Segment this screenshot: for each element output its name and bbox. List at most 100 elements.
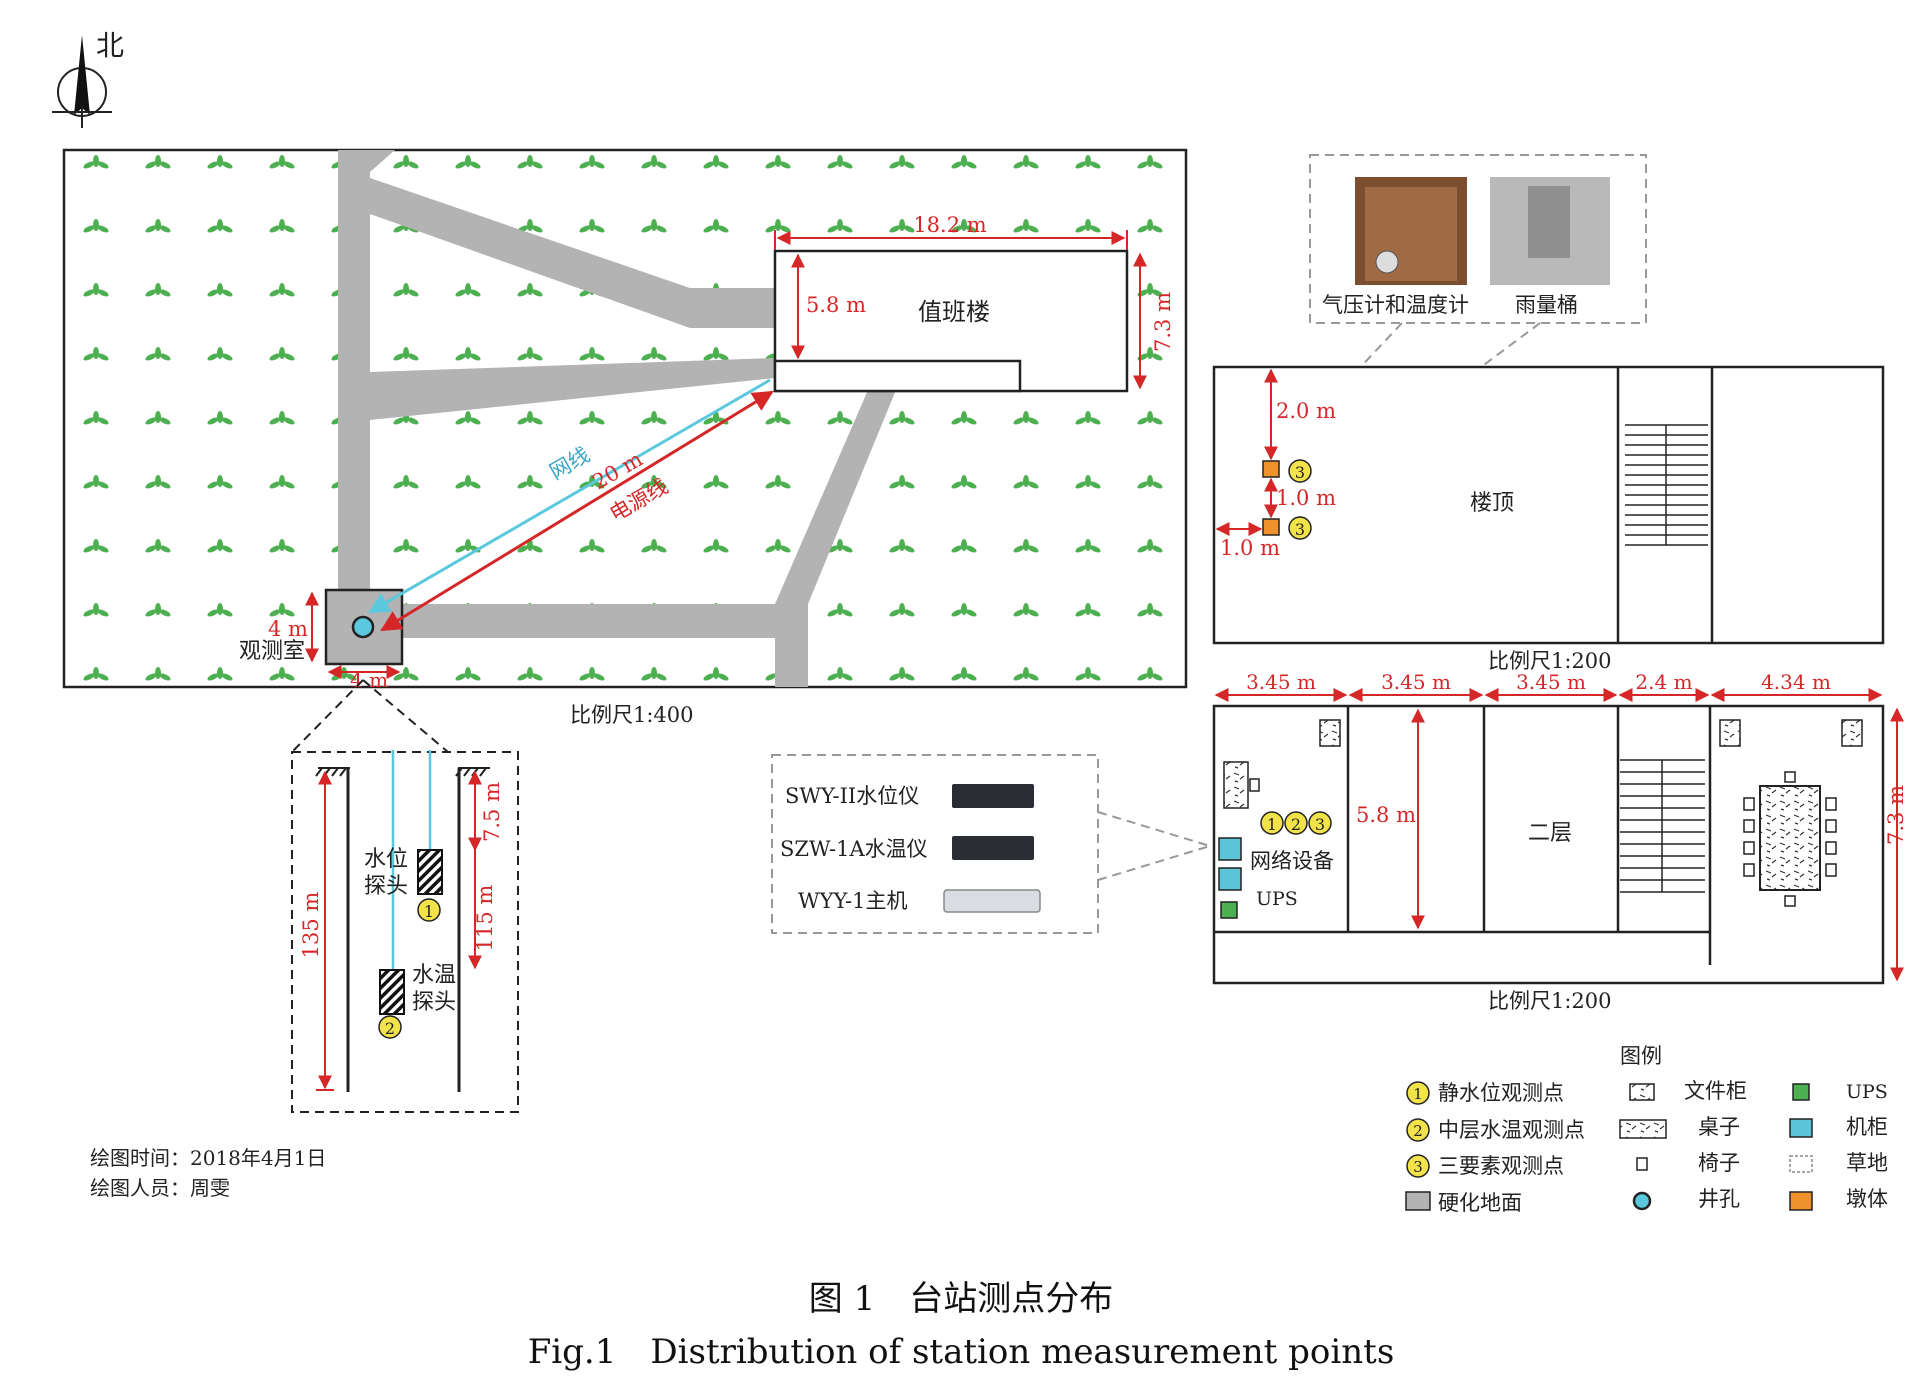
caption-cn: 图 1 台站测点分布 [809, 1279, 1113, 1319]
building-depth-dim: 5.8 m [806, 293, 866, 317]
floor2-width-3: 2.4 m [1635, 670, 1692, 694]
floor2-mark-2: 2 [1291, 815, 1301, 834]
photos-box: 气压计和温度计 雨量桶 [1267, 154, 1647, 526]
drawing-time: 绘图时间：2018年4月1日 [90, 1146, 326, 1170]
floor2-height-1: 5.8 m [1356, 803, 1416, 827]
legend-mark-3-num: 3 [1413, 1158, 1423, 1176]
legend-label-1: 中层水温观测点 [1438, 1118, 1585, 1142]
well-icon [351, 615, 375, 639]
host-unit-icon [943, 889, 1041, 913]
room-depth-dim: 4 m [268, 617, 308, 641]
temp-probe-label-1: 水温 [412, 963, 456, 988]
building-width-dim: 18.2 m [913, 213, 986, 237]
ups-icon [1220, 901, 1238, 919]
roof-label: 楼顶 [1470, 491, 1514, 516]
well-depth-dim: 135 m [299, 892, 323, 959]
instruments-box: SWY-II水位仪 SZW-1A水温仪 WYY-1主机 [771, 754, 1211, 934]
legend-mark-1-icon [1406, 1081, 1430, 1105]
legend-cabinet-icon [1789, 1118, 1813, 1138]
legend-ups-icon [1792, 1083, 1810, 1101]
level-probe [417, 849, 443, 895]
floor2-width-0: 3.45 m [1246, 670, 1316, 694]
floor2-plan: 二层 3.45 m 3.45 m 3.45 m 2.4 m 4.34 m 5.8… [1212, 670, 1908, 1013]
water-level-meter-icon [952, 784, 1034, 808]
site-plan: 值班楼 观测室 18.2 m 5.8 m 7.3 m 4 m 4 m 网线 20… [62, 148, 1188, 727]
roof-dim-c: 1.0 m [1220, 536, 1280, 560]
floor2-label: 二层 [1528, 821, 1572, 846]
legend-chair-icon [1636, 1157, 1648, 1171]
instrument-label-0: SWY-II水位仪 [785, 784, 919, 808]
mark-1: 1 [424, 902, 434, 921]
legend-grass-icon [1789, 1155, 1813, 1173]
roof-dim-b: 1.0 m [1276, 486, 1336, 510]
well-top-dim: 7.5 m [480, 782, 504, 842]
cabinet-icon [1218, 867, 1242, 891]
legend-mark-2-num: 2 [1413, 1122, 1423, 1140]
caption-en: Fig.1 Distribution of station measuremen… [528, 1332, 1395, 1372]
ups-label: UPS [1256, 888, 1298, 910]
legend-road-icon [1405, 1191, 1431, 1211]
level-probe-label-2: 探头 [364, 874, 408, 899]
legend-label-10: 草地 [1846, 1151, 1888, 1175]
roof-dim-a: 2.0 m [1276, 399, 1336, 423]
floor2-width-1: 3.45 m [1381, 670, 1451, 694]
floor2-height-2: 7.3 m [1884, 785, 1908, 845]
file-cabinet-icon [1841, 719, 1863, 747]
legend-mark-1-num: 1 [1413, 1085, 1423, 1103]
roof-plan: 楼顶 3 3 2.0 m 1.0 m 1.0 m 比例尺1:200 [1212, 365, 1885, 673]
power-cable [380, 390, 774, 632]
legend-mark-3-icon [1406, 1154, 1430, 1178]
pier-icon [1262, 460, 1280, 478]
chair-icons [1743, 771, 1837, 907]
legend-label-8: UPS [1846, 1081, 1888, 1103]
north-label: 北 [96, 29, 124, 62]
floor2-mark-3: 3 [1315, 815, 1325, 834]
temp-probe [379, 969, 405, 1015]
legend-title: 图例 [1620, 1044, 1662, 1068]
instrument-label-2: WYY-1主机 [798, 889, 907, 913]
roof-scale: 比例尺1:200 [1488, 649, 1612, 673]
legend-label-2: 三要素观测点 [1438, 1154, 1564, 1178]
file-cabinet-icon [1719, 719, 1741, 747]
roof-mark-2: 3 [1295, 520, 1305, 539]
duty-building-label: 值班楼 [918, 298, 990, 326]
well-profile: 1 2 水位 探头 水温 探头 135 m 7.5 m 115 m [291, 679, 519, 1113]
legend-pier-icon [1789, 1191, 1813, 1211]
legend-mark-2-icon [1406, 1118, 1430, 1142]
drawing-person: 绘图人员：周雯 [90, 1176, 230, 1200]
legend-well-icon [1632, 1191, 1652, 1211]
mark-2: 2 [385, 1019, 395, 1038]
water-temp-meter-icon [952, 836, 1034, 860]
floor2-width-4: 4.34 m [1761, 670, 1831, 694]
floor2-scale: 比例尺1:200 [1488, 989, 1612, 1013]
legend-label-3: 硬化地面 [1438, 1191, 1522, 1215]
room-width-dim: 4 m [350, 668, 388, 692]
desk-icon [1223, 761, 1249, 809]
site-scale: 比例尺1:400 [570, 703, 694, 727]
obs-room-label: 观测室 [239, 639, 305, 664]
legend-label-11: 墩体 [1846, 1187, 1888, 1211]
chair-icon [1249, 778, 1260, 792]
legend-label-7: 井孔 [1698, 1187, 1740, 1211]
floor2-mark-1: 1 [1267, 815, 1277, 834]
roof-mark-1: 3 [1295, 463, 1305, 482]
legend-file-cabinet-icon [1629, 1083, 1655, 1101]
photo-label-left: 气压计和温度计 [1322, 293, 1469, 317]
cabinet-icon [1218, 837, 1242, 861]
file-cabinet-icon [1319, 719, 1341, 747]
legend: 图例 1 静水位观测点 2 中层水温观测点 3 三要素观测点 硬化地面 文件柜 … [1405, 1044, 1888, 1215]
level-probe-label-1: 水位 [364, 847, 408, 872]
legend-label-6: 椅子 [1698, 1151, 1740, 1175]
legend-label-0: 静水位观测点 [1438, 1081, 1564, 1105]
pier-icon [1262, 518, 1280, 536]
instrument-label-1: SZW-1A水温仪 [780, 837, 928, 861]
photo-label-right: 雨量桶 [1515, 293, 1578, 317]
legend-label-5: 桌子 [1698, 1115, 1740, 1139]
floor2-width-2: 3.45 m [1516, 670, 1586, 694]
well-mid-dim: 115 m [473, 885, 497, 952]
legend-label-9: 机柜 [1846, 1115, 1888, 1139]
north-arrow-icon [52, 35, 112, 128]
legend-label-4: 文件柜 [1684, 1079, 1747, 1103]
building-height-dim: 7.3 m [1151, 292, 1175, 352]
